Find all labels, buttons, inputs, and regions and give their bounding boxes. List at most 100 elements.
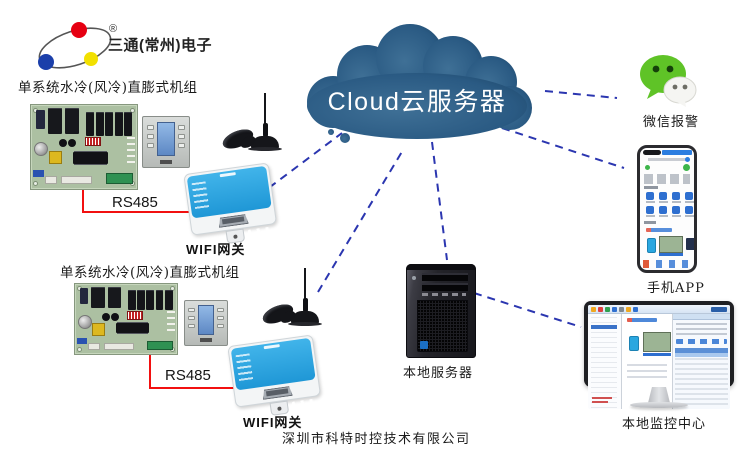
scada-logo xyxy=(711,307,727,312)
screw-hole xyxy=(33,181,39,187)
antenna-base-plate xyxy=(288,322,322,326)
wechat-small-bubble xyxy=(663,76,697,104)
link-gateway2-cloud xyxy=(317,149,404,293)
app-title-bar xyxy=(648,158,686,161)
monitor-stand xyxy=(648,387,670,403)
app-pcb-caption xyxy=(659,253,683,256)
pcb-mcu-chip xyxy=(73,152,109,164)
pcb-relay xyxy=(91,286,105,309)
link-server-monitor xyxy=(473,292,582,328)
registered-mark: ® xyxy=(109,23,117,35)
pcb-connector xyxy=(60,175,93,184)
pcb-transformer xyxy=(92,322,106,336)
thermostat-slot xyxy=(200,338,212,343)
thermostat-2 xyxy=(184,300,228,346)
antenna-1 xyxy=(218,93,290,157)
app-icon-grid xyxy=(644,192,694,218)
thermostat-1 xyxy=(142,116,190,168)
pcb-pads xyxy=(126,136,135,164)
status-panel-header xyxy=(673,314,730,320)
pcb-transformer xyxy=(49,151,63,165)
pcb-connector xyxy=(44,175,58,184)
antenna-rod-base xyxy=(302,298,308,312)
pcb-relay xyxy=(137,289,145,310)
scada-gateway-thumb xyxy=(629,336,639,351)
thermostat-button xyxy=(146,143,155,148)
rs485-label-2: RS485 xyxy=(165,367,211,384)
scada-toolbar xyxy=(588,305,730,314)
logo-red-dot xyxy=(71,22,87,38)
antenna-2 xyxy=(258,268,330,332)
logo-yellow-dot xyxy=(84,52,98,66)
company-logo: ® xyxy=(38,22,117,70)
controller-board-1 xyxy=(30,104,138,190)
app-pcb-thumb xyxy=(659,236,683,253)
server-power-button xyxy=(412,276,416,280)
server-top-bezel xyxy=(406,264,476,270)
pcb-relay xyxy=(64,108,79,135)
logo-blue-dot xyxy=(38,54,54,70)
pcb-mcu-chip xyxy=(115,323,150,333)
pcb-pads xyxy=(166,310,175,333)
tree-selected-node xyxy=(591,325,617,329)
thermostat-button xyxy=(216,308,224,313)
pcb-capacitor-block xyxy=(80,288,89,304)
app-gateway-thumb xyxy=(647,238,656,253)
server-intel-badge xyxy=(420,341,428,349)
thermostat-button xyxy=(188,323,196,329)
pcb-relay xyxy=(105,111,114,137)
unit2-caption: 单系统水冷(风冷)直膨式机组 xyxy=(60,265,240,281)
wechat-big-tail xyxy=(647,89,659,99)
pcb-dip-switch xyxy=(127,310,144,320)
phone-status-bar xyxy=(662,150,692,155)
thermostat-button xyxy=(216,323,224,329)
table-header xyxy=(675,348,728,353)
thermostat-lcd xyxy=(156,121,176,156)
thermostat-button xyxy=(177,134,186,139)
pcb-terminal-blue xyxy=(77,337,88,345)
pcb-capacitor xyxy=(68,139,77,148)
pcb-relay xyxy=(107,286,121,309)
screw-hole xyxy=(77,346,83,352)
pcb-relay xyxy=(164,289,173,310)
server-drive-bay xyxy=(422,283,468,291)
app-data-readouts xyxy=(644,174,690,184)
pcb-connector xyxy=(88,342,101,350)
pcb-connector xyxy=(103,342,135,350)
status-readouts xyxy=(676,323,727,335)
pcb-capacitor-large xyxy=(34,141,49,156)
gateway2-caption: WIFI网关 xyxy=(243,415,303,430)
thermostat-button xyxy=(177,125,186,130)
gateway-led-indicators xyxy=(291,398,314,406)
thermostat-button xyxy=(188,315,196,321)
pcb-capacitor xyxy=(101,312,110,321)
unit1-caption: 单系统水冷(风冷)直膨式机组 xyxy=(18,80,198,96)
mobile-phone xyxy=(637,145,697,273)
gateway-led-indicators xyxy=(247,226,270,234)
scada-device-tree xyxy=(588,314,622,409)
pcb-relay xyxy=(128,289,136,310)
pcb-relay xyxy=(146,289,155,310)
server-caption: 本地服务器 xyxy=(403,366,474,381)
online-status-dot xyxy=(645,165,650,170)
antenna-magnet-base xyxy=(291,311,319,324)
wechat-small-tail xyxy=(677,101,686,107)
antenna-rod xyxy=(304,268,306,306)
thermostat-button xyxy=(216,315,224,321)
wechat-eye-small xyxy=(682,84,688,90)
pcb-relay xyxy=(155,289,164,310)
antenna-rod-base xyxy=(262,123,268,137)
thermostat-lcd xyxy=(197,304,215,335)
scada-text-lines xyxy=(627,364,667,378)
controller-board-2 xyxy=(74,283,178,355)
tree-alarm-text xyxy=(592,401,608,403)
pcb-relay xyxy=(86,111,95,137)
company-name: 深圳市科特时控技术有限公司 xyxy=(282,432,471,447)
settings-gear-icon xyxy=(685,157,690,162)
cloud-shape xyxy=(307,24,532,143)
app-bottom-nav xyxy=(643,260,691,268)
pcb-terminal-green xyxy=(106,173,133,184)
scada-pcb-caption xyxy=(643,353,671,356)
table-rows xyxy=(675,358,728,406)
thermostat-slot xyxy=(159,159,173,164)
